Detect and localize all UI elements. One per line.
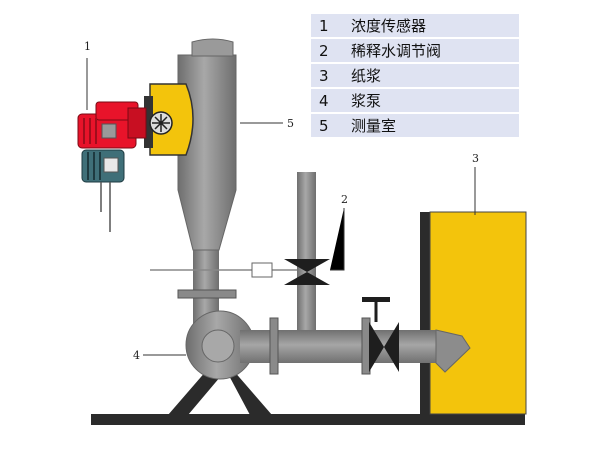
legend-row: 1 浓度传感器 — [311, 14, 519, 37]
callout-3: 3 — [472, 152, 479, 165]
pulp-tank — [429, 211, 527, 415]
legend-label: 测量室 — [343, 114, 519, 137]
legend-label: 纸浆 — [343, 64, 519, 87]
discharge-valve-handle — [362, 297, 390, 302]
sample-box — [251, 262, 273, 278]
pump-legs — [168, 355, 272, 415]
sensor-grey-block — [101, 123, 117, 139]
callout-4: 4 — [133, 349, 140, 362]
legend-label: 浓度传感器 — [343, 14, 519, 37]
sensor-red-ribs — [83, 118, 97, 144]
discharge-pipe — [240, 330, 436, 363]
sensor-probe-blades — [152, 114, 170, 132]
sensor-motor-box — [103, 157, 119, 173]
legend-number: 3 — [311, 64, 343, 87]
sensor-flange — [144, 96, 153, 148]
callout-2: 2 — [341, 193, 348, 206]
riser-flange — [177, 289, 237, 299]
discharge-flange-2 — [361, 317, 371, 375]
sensor-motor-ribs — [87, 152, 101, 180]
legend-number: 4 — [311, 89, 343, 112]
measurement-chamber — [177, 54, 237, 251]
legend-table: 1 浓度传感器 2 稀释水调节阀 3 纸浆 4 浆泵 5 测量室 — [311, 12, 519, 139]
chamber-cap — [191, 38, 234, 57]
legend-row: 3 纸浆 — [311, 64, 519, 87]
legend-label: 稀释水调节阀 — [343, 39, 519, 62]
legend-row: 2 稀释水调节阀 — [311, 39, 519, 62]
discharge-valve — [369, 322, 399, 372]
legend-row: 5 测量室 — [311, 114, 519, 137]
dilution-valve — [284, 259, 330, 285]
discharge-elbow — [435, 329, 471, 373]
legend-label: 浆泵 — [343, 89, 519, 112]
pulp-tank-wall — [420, 212, 430, 414]
legend-number: 2 — [311, 39, 343, 62]
sensor-cables — [100, 182, 111, 232]
legend-number: 1 — [311, 14, 343, 37]
sensor-red-coupling — [127, 107, 147, 139]
callout-5: 5 — [287, 117, 294, 130]
floor-base — [91, 414, 525, 425]
legend-row: 4 浆泵 — [311, 89, 519, 112]
callout-1: 1 — [84, 40, 91, 53]
pump-eye — [201, 329, 235, 363]
discharge-flange-1 — [269, 317, 279, 375]
dilution-pipe — [297, 172, 316, 337]
callout-line-2 — [330, 208, 345, 271]
legend-number: 5 — [311, 114, 343, 137]
